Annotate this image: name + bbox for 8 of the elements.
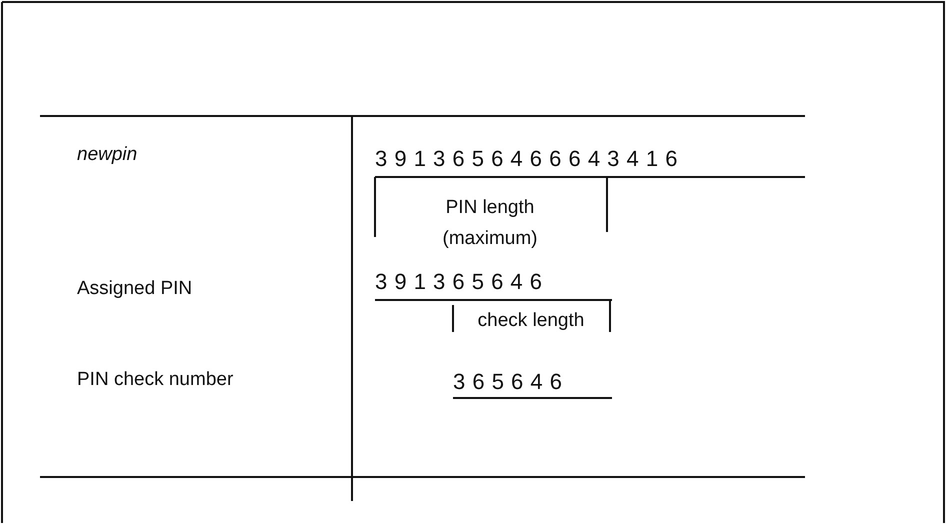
digit-sequence: 3 6 5 6 4 6 (453, 368, 562, 396)
dimension-label: PIN length (maximum) (442, 196, 538, 251)
dimension-label: check length (476, 309, 586, 333)
digit-sequence: 3 9 1 3 6 5 6 4 6 6 6 4 3 4 1 6 (375, 145, 678, 173)
digit-sequence: 3 9 1 3 6 5 6 4 6 (375, 268, 543, 296)
row-label: Assigned PIN (77, 277, 192, 301)
row-label: newpin (77, 143, 138, 167)
row-label: PIN check number (77, 368, 234, 392)
